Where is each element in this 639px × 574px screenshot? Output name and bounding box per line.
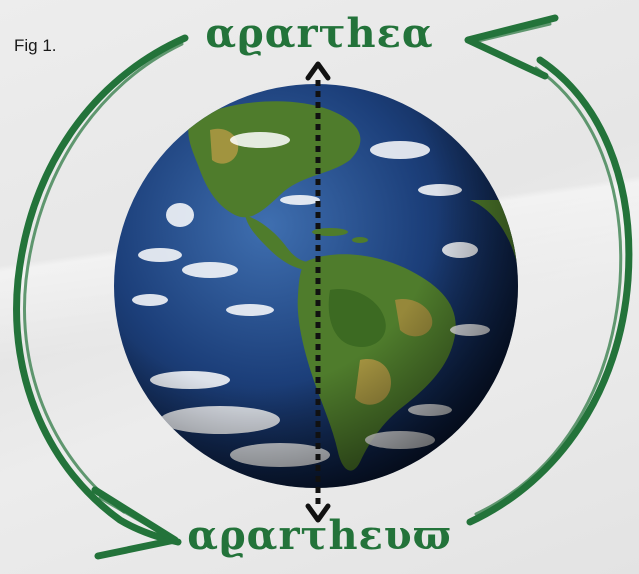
- bottom-title: αϱαrτhευϖ: [0, 512, 639, 559]
- top-title: αϱαrτhεα: [0, 10, 639, 57]
- earth-globe-icon: [114, 84, 520, 488]
